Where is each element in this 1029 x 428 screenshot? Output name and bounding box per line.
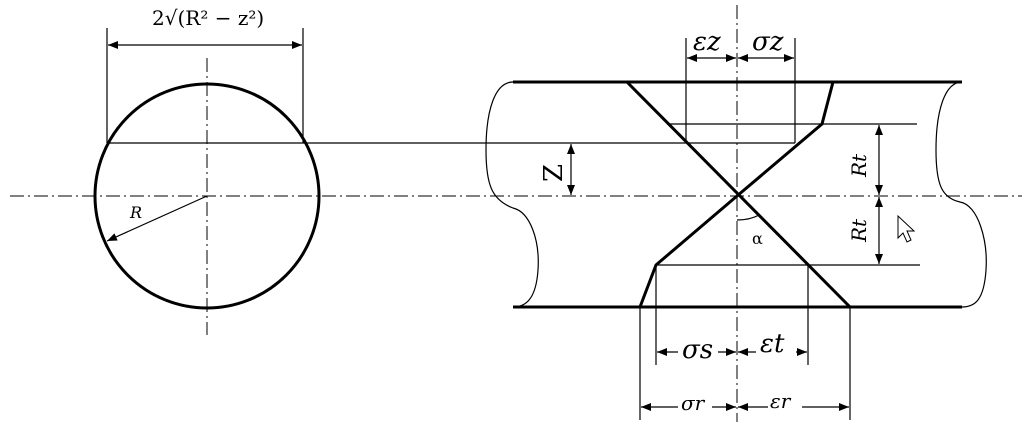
rt-upper-label: Rt bbox=[847, 153, 871, 178]
rt-lower-label: Rt bbox=[847, 218, 871, 243]
sig-z-label: σz bbox=[752, 27, 784, 57]
sig-r-label: σr bbox=[681, 391, 706, 415]
mouse-pointer-icon bbox=[897, 214, 916, 243]
eps-z-label: εz bbox=[693, 27, 721, 57]
circle-cross-section bbox=[93, 28, 795, 310]
z-label: Z bbox=[539, 164, 569, 182]
alpha-label: α bbox=[752, 229, 763, 248]
sig-s-label: σs bbox=[682, 335, 713, 365]
stress-profile bbox=[625, 80, 920, 309]
radius-arrow bbox=[106, 195, 208, 242]
radius-label: R bbox=[129, 203, 142, 222]
eps-r-label: εr bbox=[770, 389, 792, 413]
chord-width-label: 2√(R² − z²) bbox=[152, 6, 264, 30]
pipe-outline bbox=[485, 80, 987, 309]
alpha-arc bbox=[736, 214, 760, 221]
eps-t-label: εt bbox=[760, 329, 785, 359]
